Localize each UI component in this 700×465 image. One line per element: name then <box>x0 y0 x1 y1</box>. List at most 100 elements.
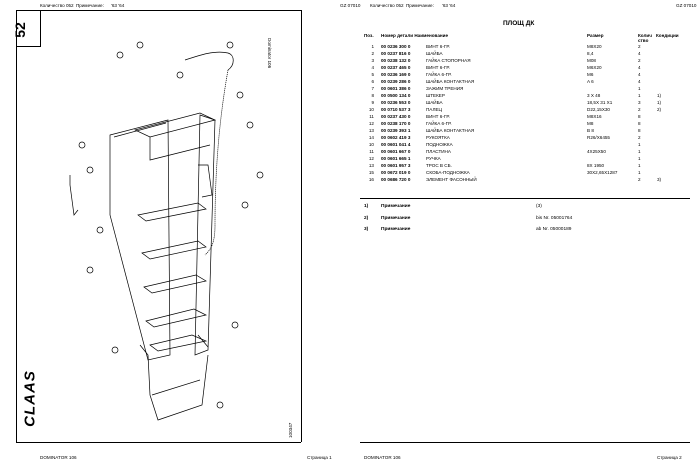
row-qty: 2 <box>638 107 641 112</box>
handrail <box>184 51 234 71</box>
header-note-value: '63 '64 <box>442 3 456 8</box>
row-note: 1) <box>657 93 662 98</box>
row-name: ШАЙБА КОНТАКТНАЯ <box>426 128 475 133</box>
note-label: Примечание <box>381 204 411 209</box>
row-qty: 2 <box>638 58 641 63</box>
row-size: 3 X 48 <box>587 93 601 98</box>
handle-right <box>198 164 213 198</box>
table-header: Поз. Номер детали Наименование Размер Ко… <box>360 33 690 45</box>
row-name: ВИНТ 6-ГР. <box>426 114 450 119</box>
col-size: Размер <box>587 33 604 38</box>
row-pos: 15 <box>368 170 374 175</box>
page-right-border <box>301 10 302 442</box>
footer-model: DOMINATOR 106 <box>364 455 401 460</box>
row-part-no: 00 0236 553 0 <box>381 100 411 105</box>
row-part-no: 00 0602 419 3 <box>381 135 411 140</box>
row-pos: 11 <box>369 149 374 154</box>
note-value: ab Nr. 05000189 <box>536 227 572 232</box>
row-name: ШТЕКЕР <box>426 93 445 98</box>
row-pos: 6 <box>371 79 374 84</box>
footer-model: DOMINATOR 106 <box>40 455 77 460</box>
row-qty: 1 <box>638 170 641 175</box>
header-qty: Количество 052 <box>40 3 74 8</box>
ladder-frame <box>109 112 217 361</box>
row-part-no: 00 0237 816 0 <box>381 51 411 56</box>
row-size: M8X16 <box>587 114 602 119</box>
row-name: ГАЙКА 6-ГР. <box>426 121 452 126</box>
row-part-no: 00 0500 134 0 <box>381 93 411 98</box>
row-part-no: 00 0237 430 0 <box>381 114 411 119</box>
row-qty: 1 <box>638 142 641 147</box>
row-size: M8X20 <box>587 44 602 49</box>
col-note: Кондиции <box>656 33 679 38</box>
header-note-value: '63 '64 <box>111 3 125 8</box>
row-pos: 11 <box>369 114 374 119</box>
note-index: 1) <box>364 204 369 209</box>
row-name: РУКОЯТКА <box>426 135 450 140</box>
row-note: 3) <box>657 177 662 182</box>
note-index: 2) <box>364 215 369 221</box>
row-qty: 8 <box>638 114 641 119</box>
row-pos: 13 <box>368 163 374 168</box>
col-qty: Колич <box>638 33 652 38</box>
row-pos: 12 <box>368 121 374 126</box>
row-part-no: 00 0239 393 1 <box>381 128 411 133</box>
row-qty: 3 <box>638 100 641 105</box>
row-size: M6X20 <box>587 65 602 70</box>
left-page: Количество 052 Примечание: '63 '64 52 Do… <box>12 3 332 460</box>
row-part-no: 00 0601 957 3 <box>381 163 411 168</box>
row-name: ШАЙБА <box>426 51 443 56</box>
row-qty: 4 <box>638 65 641 70</box>
row-size: 18,5X 31 X1 <box>587 100 613 105</box>
row-qty: 4 <box>638 72 641 77</box>
note-index: 3) <box>364 227 369 232</box>
callouts <box>78 41 264 409</box>
row-name: ШАЙБА КОНТАКТНАЯ <box>426 79 475 84</box>
note-label: Примечание <box>381 227 411 232</box>
row-name: РУЧКА <box>426 156 441 161</box>
row-name: ГАЙКА СТОПОРНАЯ <box>426 58 471 63</box>
header-qty: Количество 052 <box>370 3 404 8</box>
col-qty-sub: ство <box>638 38 649 43</box>
row-part-no: 00 0601 041 4 <box>381 142 411 147</box>
row-size: D22,15X30 <box>587 107 610 112</box>
page-bottom-border <box>360 442 690 443</box>
row-part-no: 00 0238 132 0 <box>381 58 411 63</box>
row-pos: 1 <box>371 44 374 49</box>
page-bottom-border <box>16 442 301 443</box>
header-code-right: GZ 07010 <box>676 3 697 8</box>
row-pos: 16 <box>368 177 374 182</box>
row-part-no: 00 0672 019 0 <box>381 170 411 175</box>
row-part-no: 00 0601 665 1 <box>381 156 411 161</box>
row-qty: 1 <box>638 163 641 168</box>
row-part-no: 00 0237 465 0 <box>381 65 411 70</box>
row-qty: 1 <box>638 149 641 154</box>
row-pos: 4 <box>371 65 374 70</box>
section-number-box: 52 <box>12 10 41 47</box>
row-size: M08 <box>587 58 596 63</box>
notes-divider <box>360 198 690 199</box>
row-size: B 8 <box>587 128 594 133</box>
row-qty: 2 <box>638 44 641 49</box>
row-name: ПЛАСТИНА <box>426 149 451 154</box>
row-qty: 2 <box>638 135 641 140</box>
row-name: СКОБА-ПОДНОЖКА <box>426 170 470 175</box>
section-number: 52 <box>11 22 28 38</box>
row-pos: 2 <box>371 51 374 56</box>
row-pos: 9 <box>371 100 374 105</box>
row-qty: 1 <box>638 86 641 91</box>
row-qty: 8 <box>638 128 641 133</box>
